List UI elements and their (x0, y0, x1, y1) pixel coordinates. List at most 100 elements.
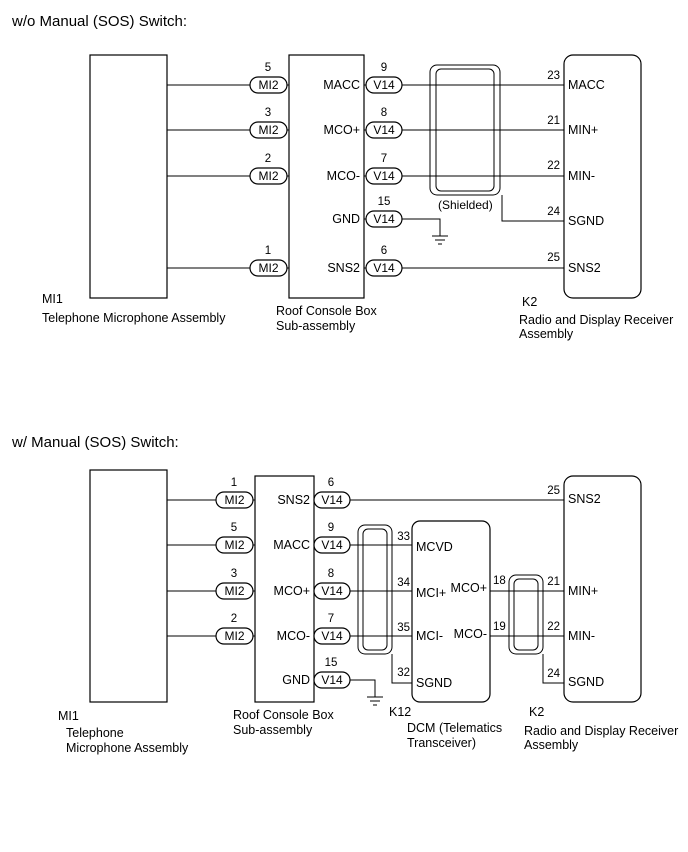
bottom-dcm-term-sgnd: SGND (416, 676, 452, 690)
svg-text:2: 2 (265, 153, 271, 165)
bottom-dcm-out-term-mco-minus: MCO- (454, 627, 487, 641)
bottom-radio-pin-21: 21 (547, 576, 560, 588)
bottom-dcm-code: K12 (389, 705, 411, 719)
bottom-mi2-connector-row-4: MI2 2 (215, 613, 254, 645)
bottom-roof-term-sns2: SNS2 (277, 493, 310, 507)
bottom-roof-term-mco-minus: MCO- (277, 629, 310, 643)
bottom-dcm-out-pin-18: 18 (493, 575, 506, 587)
top-radio-pin-21: 21 (547, 115, 560, 127)
bottom-mic-name-line1: Telephone (66, 726, 124, 740)
top-mi2-connector-row-3: MI2 2 (249, 153, 288, 185)
bottom-radio-code: K2 (529, 705, 544, 719)
bottom-v14-connector-row-3: V14 8 (313, 568, 351, 600)
top-roof-console-box (288, 54, 365, 299)
bottom-shield-1-inner (362, 528, 388, 651)
svg-text:V14: V14 (321, 673, 343, 687)
svg-text:7: 7 (381, 153, 387, 165)
svg-text:V14: V14 (321, 538, 343, 552)
bottom-roof-name-line2: Sub-assembly (233, 723, 313, 737)
top-mi2-connector-row-5: MI2 1 (249, 245, 288, 277)
bottom-dcm-name-line2: Transceiver) (407, 736, 476, 750)
bottom-radio-term-sgnd: SGND (568, 675, 604, 689)
svg-text:MI2: MI2 (258, 123, 278, 137)
bottom-roof-name-line1: Roof Console Box (233, 708, 335, 722)
top-title: w/o Manual (SOS) Switch: (11, 13, 187, 30)
bottom-v14-connector-row-1: V14 6 (313, 477, 351, 509)
bottom-dcm-box (411, 520, 491, 703)
top-v14-connector-row-5: V14 6 (365, 245, 403, 277)
svg-text:9: 9 (328, 522, 334, 534)
top-roof-term-macc: MACC (323, 78, 360, 92)
bottom-dcm-pin-34: 34 (397, 577, 410, 589)
svg-text:MI2: MI2 (224, 584, 244, 598)
svg-text:V14: V14 (321, 629, 343, 643)
svg-text:6: 6 (381, 245, 387, 257)
bottom-radio-term-min-plus: MIN+ (568, 584, 598, 598)
svg-text:15: 15 (325, 657, 338, 669)
top-radio-pin-24: 24 (547, 206, 560, 218)
bottom-dcm-out-pin-19: 19 (493, 621, 506, 633)
svg-text:V14: V14 (321, 493, 343, 507)
top-v14-connector-row-1: V14 9 (365, 62, 403, 94)
bottom-microphone-box (89, 469, 168, 703)
top-v14-connector-row-4: V14 15 (365, 196, 403, 228)
svg-text:MI2: MI2 (258, 78, 278, 92)
bottom-v14-connector-row-2: V14 9 (313, 522, 351, 554)
svg-text:3: 3 (231, 568, 237, 580)
bottom-radio-name-line1: Radio and Display Receiver (524, 724, 678, 738)
top-shield-drain-wire (501, 195, 564, 222)
top-radio-name-line2: Assembly (519, 327, 574, 341)
bottom-roof-console-box (254, 475, 315, 703)
bottom-dcm-out-term-mco-plus: MCO+ (451, 581, 487, 595)
bottom-shield-2-inner (513, 578, 539, 651)
top-radio-pin-25: 25 (547, 252, 560, 264)
bottom-shield-2-outer (508, 574, 544, 655)
bottom-radio-name-line2: Assembly (524, 738, 579, 752)
bottom-radio-term-min-minus: MIN- (568, 629, 595, 643)
top-roof-term-sns2: SNS2 (327, 261, 360, 275)
svg-text:1: 1 (231, 477, 237, 489)
svg-text:5: 5 (231, 522, 237, 534)
svg-text:V14: V14 (373, 212, 395, 226)
top-v14-connector-row-2: V14 8 (365, 107, 403, 139)
svg-text:V14: V14 (321, 584, 343, 598)
bottom-shield-2-drain (542, 654, 564, 684)
svg-text:15: 15 (378, 196, 391, 208)
bottom-mi2-connector-row-3: MI2 3 (215, 568, 254, 600)
bottom-dcm-term-mci-plus: MCI+ (416, 586, 446, 600)
bottom-v14-connector-row-5: V14 15 (313, 657, 351, 689)
bottom-shield-1-drain (391, 654, 412, 684)
svg-text:V14: V14 (373, 169, 395, 183)
top-roof-name-line1: Roof Console Box (276, 304, 378, 318)
top-shield-inner (435, 68, 495, 192)
svg-text:2: 2 (231, 613, 237, 625)
top-radio-term-min-minus: MIN- (568, 169, 595, 183)
svg-text:MI2: MI2 (258, 261, 278, 275)
top-roof-term-mco-minus: MCO- (327, 169, 360, 183)
bottom-dcm-pin-33: 33 (397, 531, 410, 543)
svg-text:7: 7 (328, 613, 334, 625)
svg-text:MI2: MI2 (224, 538, 244, 552)
bottom-radio-term-sns2: SNS2 (568, 492, 601, 506)
top-mi2-connector-row-1: MI2 5 (249, 62, 288, 94)
bottom-dcm-name-line1: DCM (Telematics (407, 721, 502, 735)
bottom-v14-connector-row-4: V14 7 (313, 613, 351, 645)
bottom-mi2-connector-row-2: MI2 5 (215, 522, 254, 554)
top-ground-icon (432, 235, 448, 245)
top-radio-term-min-plus: MIN+ (568, 123, 598, 137)
bottom-dcm-term-mcvd: MCVD (416, 540, 453, 554)
top-roof-name-line2: Sub-assembly (276, 319, 356, 333)
top-radio-pin-23: 23 (547, 70, 560, 82)
bottom-dcm-term-mci-minus: MCI- (416, 629, 443, 643)
top-mic-name: Telephone Microphone Assembly (42, 311, 226, 325)
bottom-mi2-connector-row-1: MI2 1 (215, 477, 254, 509)
bottom-dcm-pin-32: 32 (397, 667, 410, 679)
top-mi2-connector-row-2: MI2 3 (249, 107, 288, 139)
bottom-shield-1-outer (357, 524, 393, 655)
svg-text:8: 8 (328, 568, 334, 580)
svg-text:8: 8 (381, 107, 387, 119)
bottom-radio-pin-25: 25 (547, 485, 560, 497)
svg-text:9: 9 (381, 62, 387, 74)
svg-text:6: 6 (328, 477, 334, 489)
